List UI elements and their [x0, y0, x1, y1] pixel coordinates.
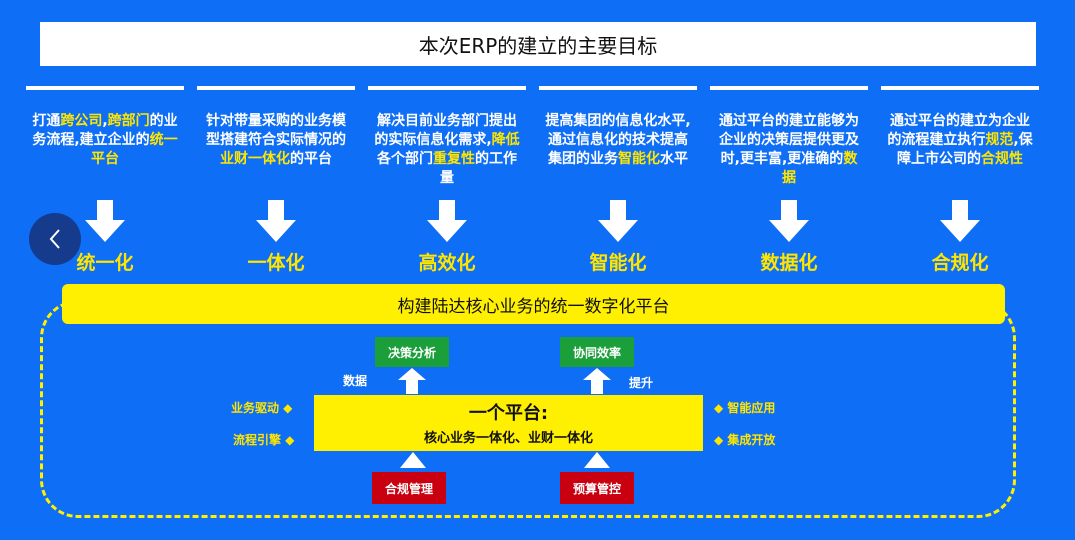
- description-text: ,保障上市公司的: [897, 132, 1033, 167]
- highlight-text: 业财一体化: [220, 151, 290, 167]
- core-platform-subtitle: 核心业务一体化、业财一体化: [423, 431, 593, 446]
- up-arrow-icon: [398, 368, 426, 394]
- down-arrow-icon: [256, 200, 296, 242]
- goal-label: 智能化: [589, 252, 647, 274]
- compliance-management-box: 合规管理: [372, 472, 446, 504]
- description-text: 的平台: [290, 151, 332, 167]
- goal-description: 解决目前业务部门提出的实际信息化需求,降低各个部门重复性的工作量: [368, 112, 526, 188]
- core-platform-box: 一个平台: 核心业务一体化、业财一体化: [314, 395, 703, 451]
- platform-banner: 构建陆达核心业务的统一数字化平台: [62, 284, 1005, 324]
- down-arrow-icon: [598, 200, 638, 242]
- goal-description: 针对带量采购的业务模型搭建符合实际情况的业财一体化的平台: [197, 112, 355, 169]
- highlight-text: 跨部门: [107, 113, 150, 129]
- previous-slide-button[interactable]: [29, 213, 81, 265]
- down-arrow-icon: [85, 200, 125, 242]
- decision-analysis-box: 决策分析: [375, 337, 449, 367]
- goal-column: 解决目前业务部门提出的实际信息化需求,降低各个部门重复性的工作量: [368, 86, 526, 188]
- goal-column: 打通跨公司,跨部门的业务流程,建立企业的统一平台: [26, 86, 184, 169]
- down-arrow-icon: [940, 200, 980, 242]
- description-text: 打通: [32, 113, 61, 129]
- goal-label: 统一化: [76, 252, 134, 274]
- description-text: 通过平台的建立能够为企业的决策层提供更及时,更丰富,更准确的: [719, 113, 859, 167]
- highlight-text: 降低: [491, 132, 520, 148]
- description-text: 通过平台的建立为企业的流程建立执行: [887, 113, 1030, 148]
- down-arrow-icon: [769, 200, 809, 242]
- data-label: 数据: [343, 374, 368, 388]
- page-title: 本次ERP的建立的主要目标: [40, 22, 1036, 66]
- description-text: 解决目前业务部门提出的实际信息化需求,: [374, 113, 517, 148]
- up-triangle-icon: [584, 452, 610, 468]
- goal-label: 合规化: [931, 252, 989, 274]
- improve-label: 提升: [629, 376, 654, 390]
- highlight-text: 跨公司: [60, 113, 103, 129]
- column-divider: [368, 86, 526, 90]
- highlight-text: 智能化: [618, 151, 660, 167]
- core-platform-title: 一个平台:: [468, 403, 549, 424]
- description-text: 各个部门: [377, 151, 433, 167]
- budget-control-box: 预算管控: [560, 472, 634, 504]
- description-text: 提高集团的信息化水平,通过信息化的技术提高集团的业务: [545, 113, 691, 167]
- business-drive-label: 业务驱动 ◆: [231, 401, 293, 415]
- highlight-text: 合规性: [981, 151, 1023, 167]
- description-text: 的工作量: [440, 151, 517, 186]
- highlight-text: 统一平台: [91, 132, 178, 167]
- up-arrow-icon: [583, 368, 611, 394]
- goal-column: 针对带量采购的业务模型搭建符合实际情况的业财一体化的平台: [197, 86, 355, 169]
- goal-description: 通过平台的建立为企业的流程建立执行规范,保障上市公司的合规性: [881, 112, 1039, 169]
- goal-label: 一体化: [247, 252, 305, 274]
- chevron-left-icon: [49, 229, 60, 249]
- goal-description: 打通跨公司,跨部门的业务流程,建立企业的统一平台: [26, 112, 184, 169]
- column-divider: [539, 86, 697, 90]
- column-divider: [26, 86, 184, 90]
- column-divider: [710, 86, 868, 90]
- highlight-text: 数据: [782, 151, 858, 186]
- column-divider: [197, 86, 355, 90]
- down-arrow-icon: [427, 200, 467, 242]
- integration-open-label: ◆ 集成开放: [714, 433, 776, 447]
- goal-column: 通过平台的建立能够为企业的决策层提供更及时,更丰富,更准确的数据: [710, 86, 868, 188]
- highlight-text: 规范: [985, 132, 1014, 148]
- goal-label: 数据化: [760, 252, 818, 274]
- highlight-text: 重复性: [433, 151, 475, 167]
- collaboration-efficiency-box: 协同效率: [560, 337, 634, 367]
- description-text: 的业务流程,建立企业的: [32, 113, 178, 148]
- goal-column: 通过平台的建立为企业的流程建立执行规范,保障上市公司的合规性: [881, 86, 1039, 169]
- goal-label: 高效化: [418, 252, 476, 274]
- description-text: ,: [102, 113, 108, 129]
- smart-application-label: ◆ 智能应用: [714, 401, 776, 415]
- goal-column: 提高集团的信息化水平,通过信息化的技术提高集团的业务智能化水平: [539, 86, 697, 169]
- description-text: 水平: [660, 151, 688, 167]
- process-engine-label: 流程引擎 ◆: [233, 433, 295, 447]
- goal-description: 提高集团的信息化水平,通过信息化的技术提高集团的业务智能化水平: [539, 112, 697, 169]
- description-text: 针对带量采购的业务模型搭建符合实际情况的: [206, 113, 346, 148]
- goal-description: 通过平台的建立能够为企业的决策层提供更及时,更丰富,更准确的数据: [710, 112, 868, 188]
- up-triangle-icon: [400, 452, 426, 468]
- column-divider: [881, 86, 1039, 90]
